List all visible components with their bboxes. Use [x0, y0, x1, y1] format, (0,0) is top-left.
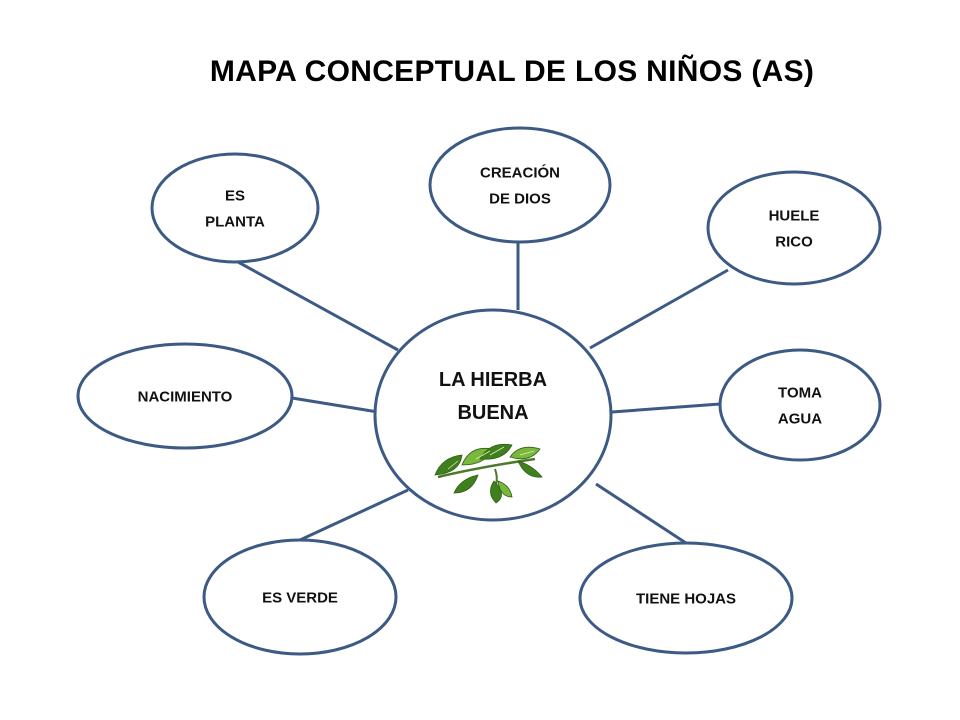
node-nacimiento: NACIMIENTO [76, 342, 294, 450]
node-ellipse [578, 541, 794, 655]
page-title: MAPA CONCEPTUAL DE LOS NIÑOS (AS) [209, 55, 815, 88]
center-node: LA HIERBA BUENA [373, 308, 613, 522]
node-ellipse [718, 348, 882, 462]
connector-toma-agua [611, 402, 721, 414]
node-ellipse [428, 126, 612, 244]
connector-es-planta [237, 260, 399, 352]
connector-huele-rico [589, 268, 729, 350]
node-label: CREACIÓN [480, 163, 560, 181]
center-label: BUENA [457, 402, 528, 424]
center-label: LA HIERBA [439, 369, 547, 391]
node-tiene-hojas: TIENE HOJAS [578, 541, 794, 655]
nodes: ES PLANTA CREACIÓN DE DIOS HUELE RICO NACIMIEN… [76, 126, 882, 656]
node-label: ES VERDE [262, 589, 338, 606]
node-ellipse [202, 538, 398, 656]
node-label: PLANTA [205, 213, 265, 230]
connectors [237, 242, 729, 545]
node-label: TIENE HOJAS [636, 590, 736, 607]
node-ellipse [76, 342, 294, 450]
node-toma-agua: TOMA AGUA [718, 348, 882, 462]
node-label: ES [225, 187, 245, 204]
node-label: DE DIOS [489, 190, 551, 207]
node-ellipse [706, 170, 882, 286]
node-ellipse [150, 152, 320, 264]
connector-nacimiento [291, 396, 379, 414]
node-label: RICO [775, 233, 813, 250]
node-label: HUELE [769, 207, 820, 224]
connector-tiene-hojas [595, 482, 687, 545]
connector-es-verde [299, 488, 409, 542]
node-label: NACIMIENTO [138, 388, 233, 405]
node-es-verde: ES VERDE [202, 538, 398, 656]
center-ellipse [373, 308, 613, 522]
node-huele-rico: HUELE RICO [706, 170, 882, 286]
node-label: TOMA [778, 384, 822, 401]
node-label: AGUA [778, 410, 822, 427]
mint-leaves-icon [434, 443, 543, 504]
node-creacion-de-dios: CREACIÓN DE DIOS [428, 126, 612, 244]
node-es-planta: ES PLANTA [150, 152, 320, 264]
